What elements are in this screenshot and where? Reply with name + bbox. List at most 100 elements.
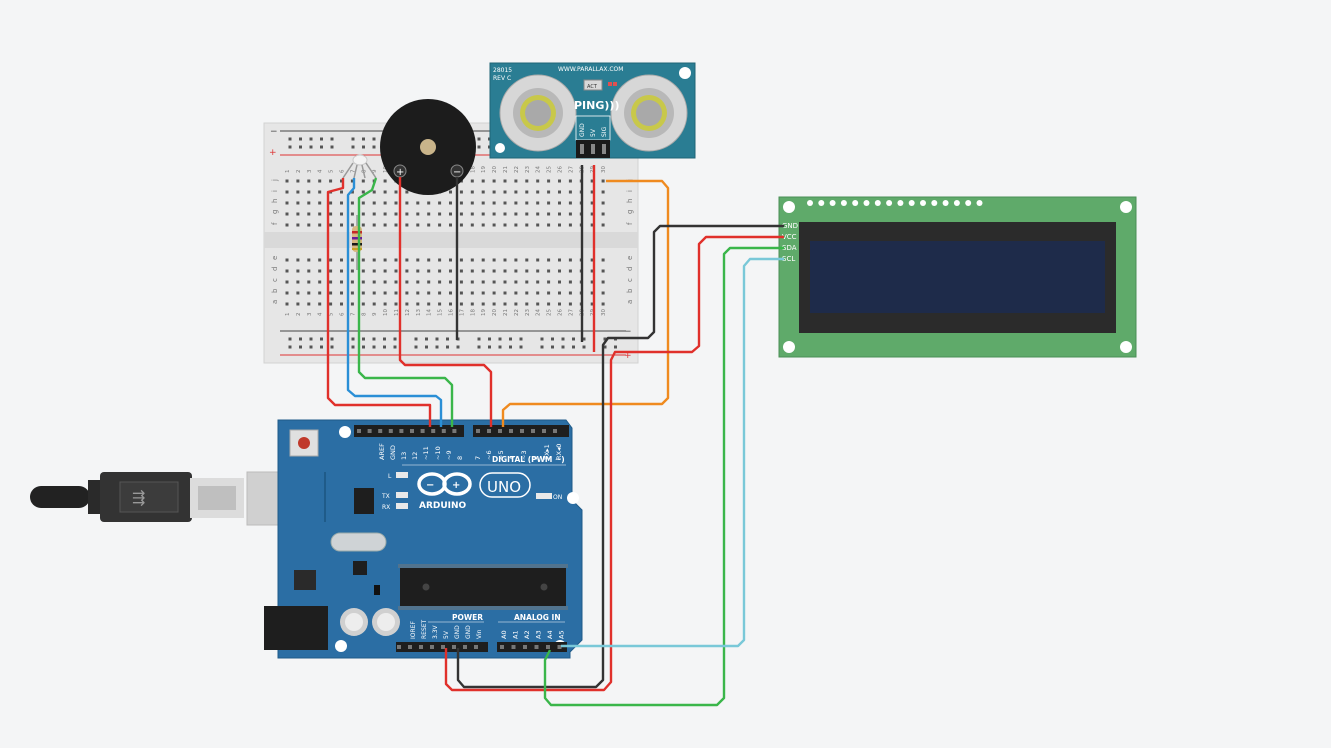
breadboard-hole[interactable] bbox=[438, 302, 442, 306]
breadboard-hole[interactable] bbox=[558, 280, 561, 284]
breadboard-hole[interactable] bbox=[394, 269, 398, 273]
breadboard-hole[interactable] bbox=[288, 345, 292, 349]
breadboard-hole[interactable] bbox=[470, 280, 474, 284]
breadboard-hole[interactable] bbox=[299, 137, 302, 141]
breadboard-hole[interactable] bbox=[299, 337, 302, 341]
breadboard-hole[interactable] bbox=[416, 302, 420, 306]
breadboard-hole[interactable] bbox=[438, 212, 442, 216]
breadboard-hole[interactable] bbox=[383, 280, 387, 284]
breadboard-hole[interactable] bbox=[362, 145, 365, 149]
breadboard-hole[interactable] bbox=[525, 258, 529, 262]
breadboard-hole[interactable] bbox=[329, 302, 333, 306]
breadboard-hole[interactable] bbox=[394, 291, 398, 295]
breadboard-hole[interactable] bbox=[285, 258, 289, 262]
breadboard-hole[interactable] bbox=[350, 291, 354, 295]
breadboard-hole[interactable] bbox=[488, 337, 491, 341]
breadboard-hole[interactable] bbox=[372, 302, 376, 306]
breadboard-hole[interactable] bbox=[603, 337, 607, 341]
breadboard-hole[interactable] bbox=[350, 280, 354, 284]
breadboard-hole[interactable] bbox=[514, 269, 518, 273]
breadboard-hole[interactable] bbox=[582, 345, 586, 349]
breadboard-hole[interactable] bbox=[498, 345, 502, 349]
breadboard-hole[interactable] bbox=[536, 223, 540, 227]
breadboard-hole[interactable] bbox=[449, 280, 452, 284]
breadboard-hole[interactable] bbox=[383, 258, 387, 262]
breadboard-hole[interactable] bbox=[481, 212, 485, 216]
breadboard-hole[interactable] bbox=[350, 223, 354, 227]
breadboard-holes[interactable] bbox=[285, 137, 618, 349]
wire-green-led-pin9[interactable] bbox=[357, 177, 454, 427]
breadboard-hole[interactable] bbox=[601, 269, 605, 273]
breadboard-hole[interactable] bbox=[519, 345, 523, 349]
breadboard-hole[interactable] bbox=[470, 201, 474, 205]
breadboard-hole[interactable] bbox=[351, 137, 355, 141]
breadboard-hole[interactable] bbox=[547, 190, 551, 194]
breadboard-hole[interactable] bbox=[285, 190, 289, 194]
breadboard-hole[interactable] bbox=[514, 179, 518, 183]
wire-blue-led-pin10[interactable] bbox=[346, 178, 443, 427]
breadboard-hole[interactable] bbox=[492, 223, 496, 227]
breadboard-hole[interactable] bbox=[449, 269, 452, 273]
breadboard-hole[interactable] bbox=[519, 337, 523, 341]
breadboard-hole[interactable] bbox=[536, 269, 540, 273]
breadboard-hole[interactable] bbox=[318, 291, 322, 295]
breadboard-hole[interactable] bbox=[416, 201, 420, 205]
breadboard-hole[interactable] bbox=[393, 345, 397, 349]
breadboard-hole[interactable] bbox=[536, 291, 540, 295]
breadboard-hole[interactable] bbox=[525, 212, 529, 216]
breadboard-hole[interactable] bbox=[318, 223, 322, 227]
breadboard-hole[interactable] bbox=[481, 201, 485, 205]
breadboard-hole[interactable] bbox=[340, 223, 343, 227]
breadboard-hole[interactable] bbox=[590, 269, 594, 273]
breadboard-hole[interactable] bbox=[361, 212, 365, 216]
wire-green-lcd-sda[interactable] bbox=[543, 246, 784, 707]
breadboard-hole[interactable] bbox=[361, 291, 365, 295]
breadboard-hole[interactable] bbox=[307, 269, 311, 273]
breadboard-hole[interactable] bbox=[393, 337, 397, 341]
breadboard-hole[interactable] bbox=[416, 223, 420, 227]
breadboard-hole[interactable] bbox=[492, 201, 496, 205]
breadboard-hole[interactable] bbox=[361, 190, 365, 194]
breadboard-hole[interactable] bbox=[477, 145, 481, 149]
breadboard-hole[interactable] bbox=[568, 302, 572, 306]
breadboard-hole[interactable] bbox=[296, 280, 300, 284]
breadboard-hole[interactable] bbox=[525, 302, 529, 306]
breadboard-hole[interactable] bbox=[449, 258, 452, 262]
breadboard-hole[interactable] bbox=[318, 190, 322, 194]
breadboard-hole[interactable] bbox=[558, 269, 561, 273]
breadboard-hole[interactable] bbox=[296, 212, 300, 216]
breadboard-hole[interactable] bbox=[350, 258, 354, 262]
breadboard-hole[interactable] bbox=[427, 280, 431, 284]
breadboard-hole[interactable] bbox=[307, 302, 311, 306]
breadboard-hole[interactable] bbox=[427, 212, 431, 216]
breadboard-hole[interactable] bbox=[383, 345, 386, 349]
breadboard-hole[interactable] bbox=[435, 337, 439, 341]
breadboard-hole[interactable] bbox=[568, 280, 572, 284]
breadboard-hole[interactable] bbox=[361, 258, 365, 262]
breadboard-hole[interactable] bbox=[330, 337, 334, 341]
breadboard-hole[interactable] bbox=[285, 280, 289, 284]
breadboard-hole[interactable] bbox=[394, 190, 398, 194]
breadboard-hole[interactable] bbox=[470, 258, 474, 262]
breadboard-hole[interactable] bbox=[296, 302, 300, 306]
breadboard-hole[interactable] bbox=[614, 345, 617, 349]
breadboard-hole[interactable] bbox=[329, 258, 333, 262]
breadboard-hole[interactable] bbox=[318, 302, 322, 306]
breadboard-hole[interactable] bbox=[481, 190, 485, 194]
breadboard-hole[interactable] bbox=[470, 291, 474, 295]
breadboard-hole[interactable] bbox=[416, 291, 420, 295]
breadboard-hole[interactable] bbox=[361, 223, 365, 227]
breadboard-hole[interactable] bbox=[307, 258, 311, 262]
breadboard-hole[interactable] bbox=[361, 280, 365, 284]
breadboard-hole[interactable] bbox=[405, 280, 409, 284]
breadboard-hole[interactable] bbox=[503, 179, 507, 183]
breadboard-hole[interactable] bbox=[296, 179, 300, 183]
breadboard-hole[interactable] bbox=[492, 269, 496, 273]
breadboard-hole[interactable] bbox=[427, 201, 431, 205]
breadboard-hole[interactable] bbox=[318, 269, 322, 273]
breadboard-hole[interactable] bbox=[383, 201, 387, 205]
breadboard-hole[interactable] bbox=[492, 302, 496, 306]
breadboard-hole[interactable] bbox=[590, 212, 594, 216]
breadboard-hole[interactable] bbox=[547, 212, 551, 216]
breadboard-hole[interactable] bbox=[425, 345, 428, 349]
